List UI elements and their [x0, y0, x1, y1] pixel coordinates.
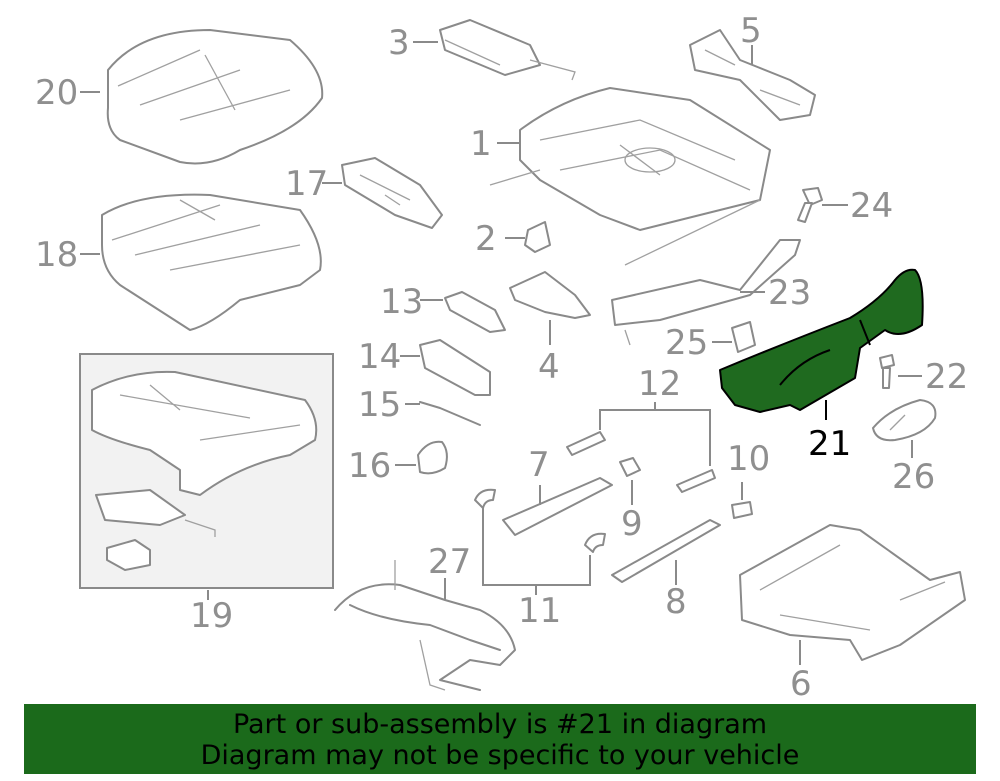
- part-27-wire-harness: [334, 560, 516, 691]
- part-3-bracket: [439, 19, 576, 81]
- callout-21: 21: [808, 424, 851, 464]
- part-21-side-shield: [719, 268, 924, 413]
- callout-10: 10: [727, 439, 770, 479]
- callout-7: 7: [528, 445, 550, 485]
- callout-14: 14: [358, 337, 401, 377]
- part-1-seat-frame: [489, 87, 771, 266]
- part-18-cushion: [101, 193, 322, 331]
- part-22-screw: [879, 354, 895, 389]
- callout-3: 3: [388, 23, 410, 63]
- part-5-rail-bracket: [689, 29, 816, 121]
- part-25-clip: [731, 321, 756, 353]
- part-20-cushion-pad: [106, 29, 324, 165]
- callout-20: 20: [35, 73, 78, 113]
- part-14-handle: [419, 339, 491, 396]
- callout-1: 1: [470, 124, 492, 164]
- part-8-rail-cover: [611, 519, 721, 583]
- part-7-trim-strip: [502, 477, 613, 536]
- callout-12: 12: [638, 364, 681, 404]
- part-23-link: [611, 239, 801, 346]
- part-13-bracket: [444, 291, 506, 333]
- part-10-clip: [731, 501, 753, 519]
- callout-6: 6: [790, 664, 812, 700]
- callout-25: 25: [665, 323, 708, 363]
- part-11-caps: [474, 488, 606, 553]
- callout-5: 5: [740, 11, 762, 51]
- callout-18: 18: [35, 235, 78, 275]
- callout-11: 11: [518, 591, 561, 631]
- part-16-knob: [417, 440, 448, 475]
- part-6-lower-frame: [739, 524, 966, 661]
- callout-22: 22: [925, 357, 968, 397]
- callout-16: 16: [348, 446, 391, 486]
- callout-15: 15: [358, 385, 401, 425]
- callout-13: 13: [380, 282, 423, 322]
- callout-24: 24: [850, 186, 893, 226]
- callout-9: 9: [621, 504, 643, 544]
- seat-parts-diagram: 20 18 19 3 5 1 17: [35, 11, 968, 700]
- banner-line-1: Part or sub-assembly is #21 in diagram: [232, 709, 768, 740]
- part-15-rod: [419, 401, 481, 426]
- callout-19: 19: [190, 596, 233, 636]
- callout-26: 26: [892, 457, 935, 497]
- callout-23: 23: [768, 273, 811, 313]
- callout-27: 27: [428, 542, 471, 582]
- part-26-knob: [872, 399, 937, 442]
- part-2-clip: [524, 221, 551, 253]
- part-19-subassembly-box: [79, 353, 334, 589]
- info-banner: Part or sub-assembly is #21 in diagram D…: [24, 704, 976, 774]
- part-24-bolt: [797, 187, 823, 223]
- callout-4: 4: [538, 347, 560, 387]
- banner-line-2: Diagram may not be specific to your vehi…: [200, 740, 800, 771]
- callout-2: 2: [475, 219, 497, 259]
- callout-8: 8: [665, 582, 687, 622]
- part-12-pins: [566, 431, 716, 493]
- part-17-side-bezel: [341, 157, 443, 229]
- callout-17: 17: [285, 164, 328, 204]
- leader-12-bracket: [599, 409, 711, 466]
- part-4-bracket: [509, 271, 591, 319]
- part-9-clip: [619, 457, 641, 477]
